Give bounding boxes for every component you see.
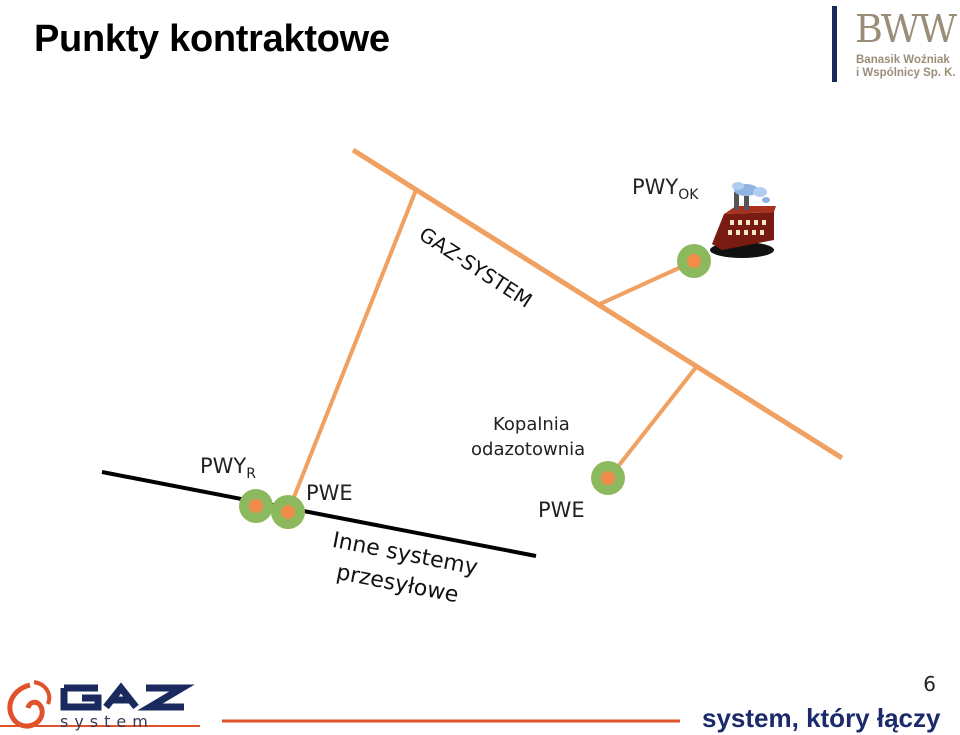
pwy-ok-label-main: PWY xyxy=(632,175,679,199)
node-pwe-right xyxy=(591,461,625,495)
branch-pwe-left xyxy=(286,189,418,513)
odazotownia-label: odazotownia xyxy=(471,439,586,460)
pwy-r-label-sub: R xyxy=(246,466,256,483)
page-title: Punkty kontraktowe xyxy=(34,18,390,60)
branch-pwe-right xyxy=(607,364,699,480)
other-systems-line xyxy=(101,470,537,558)
node-pwe-left xyxy=(271,495,305,529)
kopalnia-label: Kopalnia xyxy=(493,414,570,435)
gaz-system-logo xyxy=(7,680,195,729)
footer-slogan: system, który łączy xyxy=(702,703,941,733)
factory-icon xyxy=(710,182,776,258)
page-number: 6 xyxy=(923,672,936,696)
gaz-system-pipeline xyxy=(351,147,844,461)
bww-logo-line2: i Wspólnicy Sp. K. xyxy=(856,67,956,79)
pwy-r-label: PWYR xyxy=(200,454,256,482)
node-pwy-r xyxy=(239,489,273,523)
pwy-r-label-main: PWY xyxy=(200,454,247,478)
pwe-left-label: PWE xyxy=(306,481,353,505)
pwy-ok-label-sub: OK xyxy=(678,187,699,204)
bww-logo: BWW xyxy=(855,7,957,51)
pwe-right-label: PWE xyxy=(538,498,585,522)
branch-pwy-ok xyxy=(599,260,693,306)
pwy-ok-label: PWYOK xyxy=(632,175,698,203)
gaz-system-logo-word: system xyxy=(60,712,154,731)
logo-divider xyxy=(832,6,837,82)
node-pwy-ok xyxy=(677,244,711,278)
bww-logo-line1: Banasik Woźniak xyxy=(856,54,950,66)
